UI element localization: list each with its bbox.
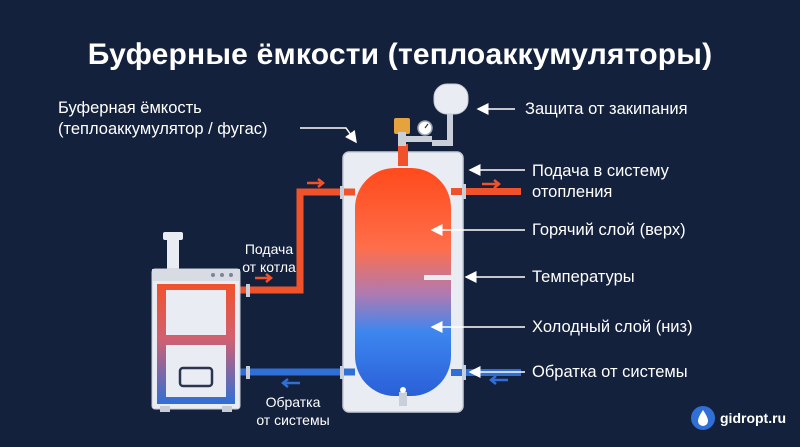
label-temperatures: Температуры — [532, 268, 635, 286]
arrow-return-in — [488, 375, 508, 385]
arrow-boiler-in — [307, 178, 326, 188]
boiler-firebox-icon — [178, 366, 214, 388]
drain-nozzle — [399, 392, 407, 406]
supply-pipe-right — [451, 188, 521, 195]
arrow-supply-out — [482, 179, 502, 189]
label-protection: Защита от закипания — [525, 100, 688, 118]
boiler-supply-pipe — [238, 188, 355, 294]
brand-logo: gidropt.ru — [690, 405, 786, 431]
leader-buffer — [300, 127, 357, 144]
arrow-return-boiler — [280, 378, 300, 388]
water-drop-icon — [691, 406, 715, 430]
label-buffer-tank: Буферная ёмкость (теплоаккумулятор / фуг… — [58, 99, 268, 138]
safety-valve — [394, 118, 410, 134]
page-title: Буферные ёмкости (теплоаккумуляторы) — [87, 38, 713, 71]
tank-vessel — [355, 168, 451, 396]
label-return-system: Обратка от системы — [532, 363, 688, 381]
label-bottom-return: Обратка от системы — [256, 394, 330, 428]
label-cold-layer: Холодный слой (низ) — [532, 318, 693, 336]
boiler-chimney — [167, 233, 179, 271]
top-nozzle — [398, 144, 408, 166]
arrow-boiler-out — [255, 273, 274, 283]
expansion-vessel-icon — [433, 83, 469, 115]
label-hot-layer: Горячий слой (верх) — [532, 221, 686, 239]
brand-text: gidropt.ru — [720, 410, 787, 426]
thermometer — [424, 275, 458, 280]
label-boiler-supply: Подача от котла — [242, 241, 296, 275]
label-supply: Подача в систему отопления — [532, 162, 669, 201]
